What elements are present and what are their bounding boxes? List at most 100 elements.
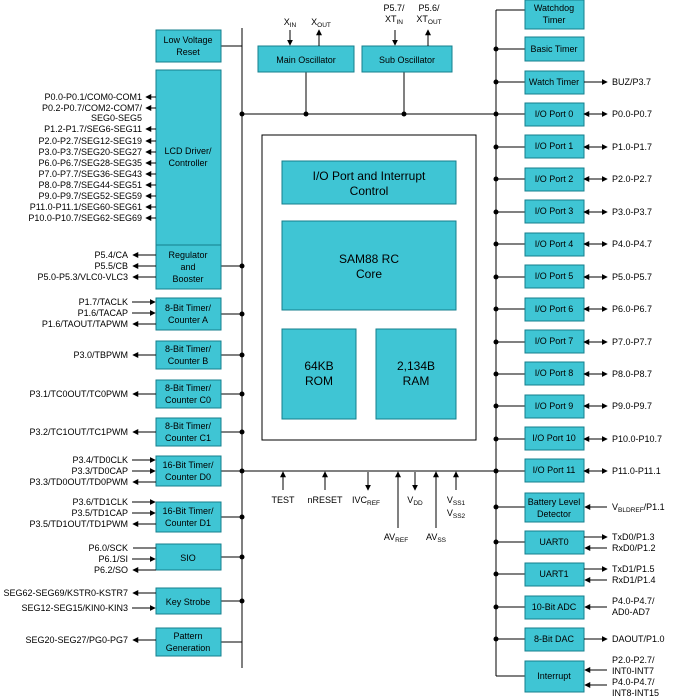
key-strobe-block: Key Strobe	[155, 587, 222, 615]
svg-text:Watch Timer: Watch Timer	[529, 77, 579, 87]
dac-block: 8-Bit DAC	[524, 627, 585, 652]
svg-text:UART1: UART1	[539, 569, 568, 579]
left-signal-lines	[132, 94, 156, 643]
regulator-pin-label: P5.0-P5.3/VLC0-VLC3	[37, 272, 128, 282]
rom-line-2: ROM	[305, 374, 333, 388]
timer-d0-line-2: Counter D0	[165, 472, 211, 482]
io-port-label: I/O Port 2	[535, 174, 574, 184]
adc-pin-label: AD0-AD7	[612, 607, 650, 617]
svg-text:I/O Port 4: I/O Port 4	[535, 239, 574, 249]
watchdog-line-1: Watchdog	[534, 3, 574, 13]
svg-text:8-Bit DAC: 8-Bit DAC	[534, 634, 575, 644]
svg-text:LCD Driver/: LCD Driver/	[164, 146, 212, 156]
svg-text:I/O Port 3: I/O Port 3	[535, 206, 574, 216]
timer-c0-line-1: 8-Bit Timer/	[165, 383, 212, 393]
svg-text:Counter D1: Counter D1	[165, 518, 211, 528]
lcd-pin-label: P0.0-P0.1/COM0-COM1	[44, 92, 142, 102]
watch-timer-pin-label: BUZ/P3.7	[612, 77, 651, 87]
regulator-block: Regulator and Booster	[155, 244, 222, 290]
interrupt-pin-label: INT8-INT15	[612, 688, 659, 698]
svg-text:Counter C1: Counter C1	[165, 433, 211, 443]
svg-text:Sub Oscillator: Sub Oscillator	[379, 55, 435, 65]
io-port-5-block: I/O Port 5	[524, 264, 585, 289]
svg-text:I/O Port 9: I/O Port 9	[535, 401, 574, 411]
uart0-label: UART0	[539, 537, 568, 547]
timer-b-line-2: Counter B	[168, 356, 209, 366]
timer-b-pin-label: P3.0/TBPWM	[73, 350, 128, 360]
xtin-label: XTIN	[385, 14, 403, 26]
svg-text:Booster: Booster	[172, 274, 203, 284]
oscillator-signals: XIN XOUT P5.7/ XTIN P5.6/ XTOUT	[284, 3, 442, 46]
timer-a-pin-label: P1.6/TAOUT/TAPWM	[42, 319, 128, 329]
watchdog-line-2: Timer	[543, 15, 566, 25]
svg-text:8-Bit Timer/: 8-Bit Timer/	[165, 421, 212, 431]
test-label: TEST	[271, 495, 295, 505]
svg-text:2,134B: 2,134B	[397, 359, 435, 373]
regulator-pin-label: P5.4/CA	[94, 250, 128, 260]
xtout-label: XTOUT	[416, 14, 441, 26]
rom-line-1: 64KB	[304, 359, 333, 373]
adc-label: 10-Bit ADC	[532, 602, 577, 612]
svg-text:Low Voltage: Low Voltage	[163, 35, 212, 45]
io-port-11-block: I/O Port 11	[524, 458, 585, 483]
main-oscillator-block: Main Oscillator	[257, 45, 355, 73]
io-interrupt-line-1: I/O Port and Interrupt	[313, 169, 426, 183]
timer-a-block: 8-Bit Timer/ Counter A	[155, 297, 222, 331]
timer-d0-block: 16-Bit Timer/ Counter D0	[155, 455, 222, 487]
lvr-line-1: Low Voltage	[163, 35, 212, 45]
lvr-line-2: Reset	[176, 47, 200, 57]
dac-pin-label: DAOUT/P1.0	[612, 634, 665, 644]
timer-d1-pin-label: P3.5/TD1CAP	[71, 508, 128, 518]
svg-text:I/O Port 0: I/O Port 0	[535, 109, 574, 119]
interrupt-pin-label: P2.0-P2.7/	[612, 655, 655, 665]
svg-text:Counter D0: Counter D0	[165, 472, 211, 482]
vdd-label: VDD	[407, 495, 423, 507]
io-interrupt-line-2: Control	[350, 184, 389, 198]
svg-text:I/O Port 7: I/O Port 7	[535, 336, 574, 346]
uart0-block: UART0	[524, 530, 585, 555]
svg-text:I/O Port and Interrupt: I/O Port and Interrupt	[313, 169, 426, 183]
timer-a-line-2: Counter A	[168, 315, 208, 325]
svg-text:8-Bit Timer/: 8-Bit Timer/	[165, 303, 212, 313]
key-strobe-pin-label: SEG62-SEG69/KSTR0-KSTR7	[3, 588, 128, 598]
pattern-line-2: Generation	[166, 643, 211, 653]
svg-text:RAM: RAM	[403, 374, 430, 388]
port-pin-label: P5.0-P5.7	[612, 272, 652, 282]
lcd-pin-label: SEG0-SEG5	[91, 113, 142, 123]
port-pin-label: P7.0-P7.7	[612, 337, 652, 347]
cpu-core-line-1: SAM88 RC	[339, 252, 399, 266]
timer-c1-pin-label: P3.2/TC1OUT/TC1PWM	[29, 427, 128, 437]
lcd-pin-label: P1.2-P1.7/SEG6-SEG11	[44, 124, 142, 134]
sio-label: SIO	[180, 553, 196, 563]
svg-text:SIO: SIO	[180, 553, 196, 563]
svg-text:64KB: 64KB	[304, 359, 333, 373]
ram-block: 2,134B RAM	[375, 328, 457, 420]
lcd-pin-label: P2.0-P2.7/SEG12-SEG19	[38, 136, 142, 146]
uart0-pin-label: RxD0/P1.2	[612, 543, 656, 553]
uart1-pin-label: TxD1/P1.5	[612, 564, 655, 574]
timer-c0-line-2: Counter C0	[165, 395, 211, 405]
timer-d1-pin-label: P3.5/TD1OUT/TD1PWM	[29, 519, 128, 529]
timer-d0-pin-label: P3.4/TD0CLK	[72, 455, 128, 465]
regulator-line-3: Booster	[172, 274, 203, 284]
lcd-line-2: Controller	[168, 158, 207, 168]
svg-text:I/O Port 5: I/O Port 5	[535, 271, 574, 281]
lcd-pin-label: P3.0-P3.7/SEG20-SEG27	[38, 147, 142, 157]
timer-a-pin-label: P1.6/TACAP	[78, 308, 128, 318]
sio-pin-label: P6.2/SO	[94, 565, 128, 575]
battery-line-2: Detector	[537, 509, 571, 519]
svg-text:Key Strobe: Key Strobe	[166, 597, 211, 607]
svg-text:UART0: UART0	[539, 537, 568, 547]
timer-d1-line-2: Counter D1	[165, 518, 211, 528]
svg-text:I/O Port 2: I/O Port 2	[535, 174, 574, 184]
svg-text:Battery Level: Battery Level	[528, 497, 581, 507]
port-pin-label: P1.0-P1.7	[612, 142, 652, 152]
vss1-label: VSS1	[447, 495, 466, 507]
key-strobe-label: Key Strobe	[166, 597, 211, 607]
interrupt-pin-label: INT0-INT7	[612, 666, 654, 676]
vss2-label: VSS2	[447, 508, 466, 520]
svg-text:I/O Port 8: I/O Port 8	[535, 368, 574, 378]
xin-label: XIN	[284, 17, 297, 29]
svg-text:Counter A: Counter A	[168, 315, 208, 325]
